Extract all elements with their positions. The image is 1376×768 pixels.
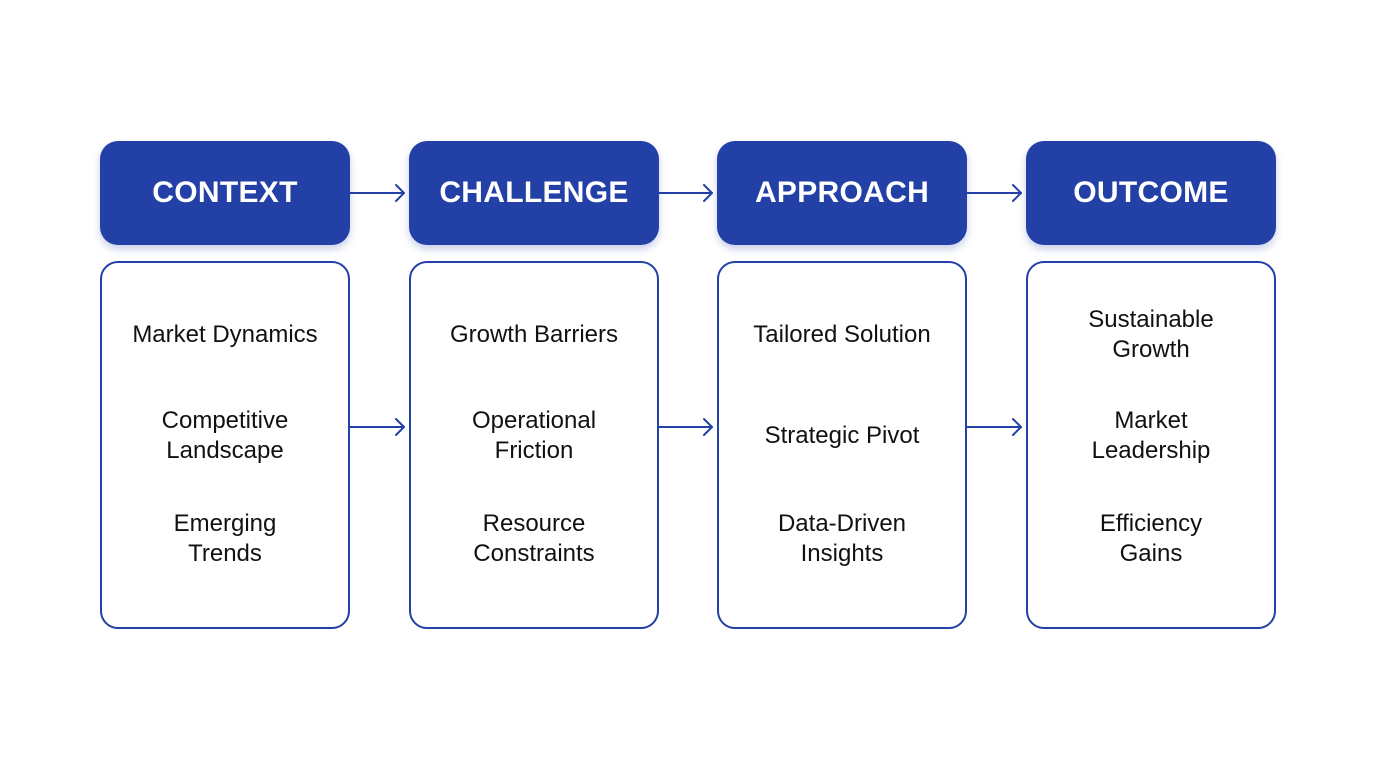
stage-item: Market Leadership	[1091, 407, 1211, 464]
stage-item: Tailored Solution	[753, 321, 931, 348]
stage-item: Operational Friction	[471, 407, 597, 464]
stage-header-outcome: OUTCOME	[1026, 141, 1276, 245]
stage-title: OUTCOME	[1073, 176, 1229, 209]
stage-item: Resource Constraints	[473, 510, 595, 567]
stage-header-context: CONTEXT	[100, 141, 350, 245]
stage-item: Growth Barriers	[449, 321, 619, 348]
stage-item: Strategic Pivot	[764, 422, 920, 449]
stage-item: Data-Driven Insights	[777, 510, 907, 567]
stage-title: CONTEXT	[152, 176, 298, 209]
stage-header-approach: APPROACH	[717, 141, 967, 245]
stage-item: Competitive Landscape	[161, 407, 289, 464]
stage-card-outcome: Sustainable Growth Market Leadership Eff…	[1026, 261, 1276, 629]
stage-card-challenge: Growth Barriers Operational Friction Res…	[409, 261, 659, 629]
stage-card-context: Market Dynamics Competitive Landscape Em…	[100, 261, 350, 629]
stage-card-approach: Tailored Solution Strategic Pivot Data-D…	[717, 261, 967, 629]
arrow-icon	[966, 184, 1022, 202]
arrow-icon	[349, 418, 405, 436]
arrow-icon	[658, 184, 713, 202]
arrow-icon	[658, 418, 713, 436]
stage-item: Emerging Trends	[173, 510, 277, 567]
stage-item: Market Dynamics	[132, 321, 318, 348]
stage-title: APPROACH	[754, 176, 930, 209]
stage-item: Efficiency Gains	[1099, 510, 1203, 567]
arrow-icon	[966, 418, 1022, 436]
stage-title: CHALLENGE	[439, 176, 629, 209]
stage-item: Sustainable Growth	[1088, 306, 1214, 363]
stage-header-challenge: CHALLENGE	[409, 141, 659, 245]
arrow-icon	[349, 184, 405, 202]
